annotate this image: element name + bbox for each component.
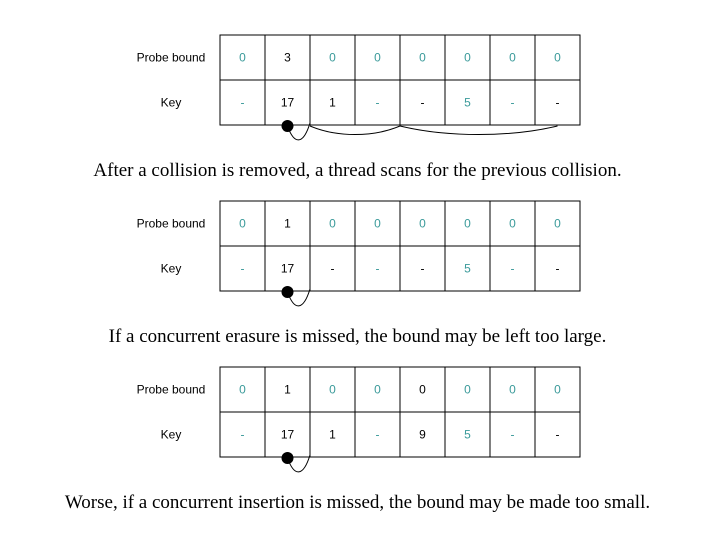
probe-bound-label: Probe bound — [137, 383, 206, 397]
key-cell — [264, 79, 311, 126]
probe-bound-value: 0 — [554, 217, 561, 231]
key-cell — [444, 245, 491, 292]
key-cell — [399, 411, 446, 458]
key-cell — [354, 245, 401, 292]
key-label: Key — [161, 262, 182, 276]
key-cell — [534, 411, 581, 458]
probe-bound-cell — [264, 34, 311, 81]
probe-bound-cell — [534, 34, 581, 81]
probe-bound-value: 0 — [419, 51, 426, 65]
key-cell — [309, 245, 356, 292]
probe-bound-value: 0 — [239, 217, 246, 231]
key-cell — [534, 79, 581, 126]
key-label: Key — [161, 96, 182, 110]
probe-bound-cell — [354, 366, 401, 413]
probe-origin-dot — [281, 286, 294, 298]
probe-bound-cell — [444, 366, 491, 413]
key-value: - — [556, 428, 560, 442]
panel-caption: After a collision is removed, a thread s… — [93, 160, 621, 181]
probe-bound-value: 0 — [464, 51, 471, 65]
probe-bound-value: 0 — [329, 51, 336, 65]
key-cell — [354, 411, 401, 458]
key-cell — [444, 411, 491, 458]
key-cell — [264, 245, 311, 292]
key-cell — [534, 245, 581, 292]
probe-bound-cell — [264, 200, 311, 247]
key-value: - — [421, 262, 425, 276]
key-value: 17 — [281, 96, 295, 110]
key-value: - — [556, 96, 560, 110]
key-cell — [219, 411, 266, 458]
probe-arc — [399, 125, 558, 135]
probe-bound-value: 3 — [284, 51, 291, 65]
probe-bound-value: 1 — [284, 383, 291, 397]
key-value: 1 — [329, 428, 336, 442]
key-value: - — [241, 96, 245, 110]
key-value: - — [331, 262, 335, 276]
probe-bound-value: 0 — [374, 51, 381, 65]
key-label: Key — [161, 428, 182, 442]
key-cell — [489, 245, 536, 292]
key-value: - — [376, 428, 380, 442]
probe-bound-value: 0 — [554, 383, 561, 397]
key-value: 5 — [464, 96, 471, 110]
key-cell — [354, 79, 401, 126]
probe-bound-value: 0 — [464, 383, 471, 397]
key-cell — [219, 79, 266, 126]
probe-bound-value: 0 — [239, 51, 246, 65]
probe-bound-label: Probe bound — [137, 51, 206, 65]
key-cell — [444, 79, 491, 126]
probe-bound-cell — [309, 200, 356, 247]
probe-bound-value: 0 — [509, 51, 516, 65]
panel-caption: If a concurrent erasure is missed, the b… — [109, 326, 607, 347]
key-value: - — [511, 262, 515, 276]
panel-caption: Worse, if a concurrent insertion is miss… — [65, 492, 650, 513]
probe-bound-cell — [534, 200, 581, 247]
probe-bound-cell — [534, 366, 581, 413]
probe-bound-cell — [309, 366, 356, 413]
key-value: 1 — [329, 96, 336, 110]
key-cell — [399, 79, 446, 126]
key-value: 9 — [419, 428, 426, 442]
key-value: 17 — [281, 428, 295, 442]
probe-bound-value: 0 — [509, 217, 516, 231]
probe-bound-value: 0 — [239, 383, 246, 397]
key-value: - — [376, 96, 380, 110]
probe-bound-cell — [219, 34, 266, 81]
probe-bound-cell — [444, 34, 491, 81]
key-value: - — [421, 96, 425, 110]
key-value: - — [556, 262, 560, 276]
key-value: - — [241, 428, 245, 442]
probe-bound-value: 0 — [419, 217, 426, 231]
probe-bound-value: 0 — [419, 383, 426, 397]
probe-bound-value: 0 — [554, 51, 561, 65]
probe-bound-label: Probe bound — [137, 217, 206, 231]
key-value: - — [241, 262, 245, 276]
key-value: - — [511, 96, 515, 110]
key-cell — [399, 245, 446, 292]
probe-bound-value: 0 — [374, 383, 381, 397]
probe-bound-value: 0 — [464, 217, 471, 231]
key-value: 17 — [281, 262, 295, 276]
probe-bound-value: 1 — [284, 217, 291, 231]
probe-bound-value: 0 — [329, 383, 336, 397]
probe-bound-value: 0 — [509, 383, 516, 397]
key-value: 5 — [464, 428, 471, 442]
probe-origin-dot — [281, 452, 294, 464]
key-value: 5 — [464, 262, 471, 276]
probe-bound-value: 0 — [374, 217, 381, 231]
probe-origin-dot — [281, 120, 294, 132]
probe-arc — [309, 125, 401, 136]
key-cell — [264, 411, 311, 458]
key-value: - — [376, 262, 380, 276]
probe-bound-value: 0 — [329, 217, 336, 231]
key-value: - — [511, 428, 515, 442]
probe-bound-cell — [219, 366, 266, 413]
